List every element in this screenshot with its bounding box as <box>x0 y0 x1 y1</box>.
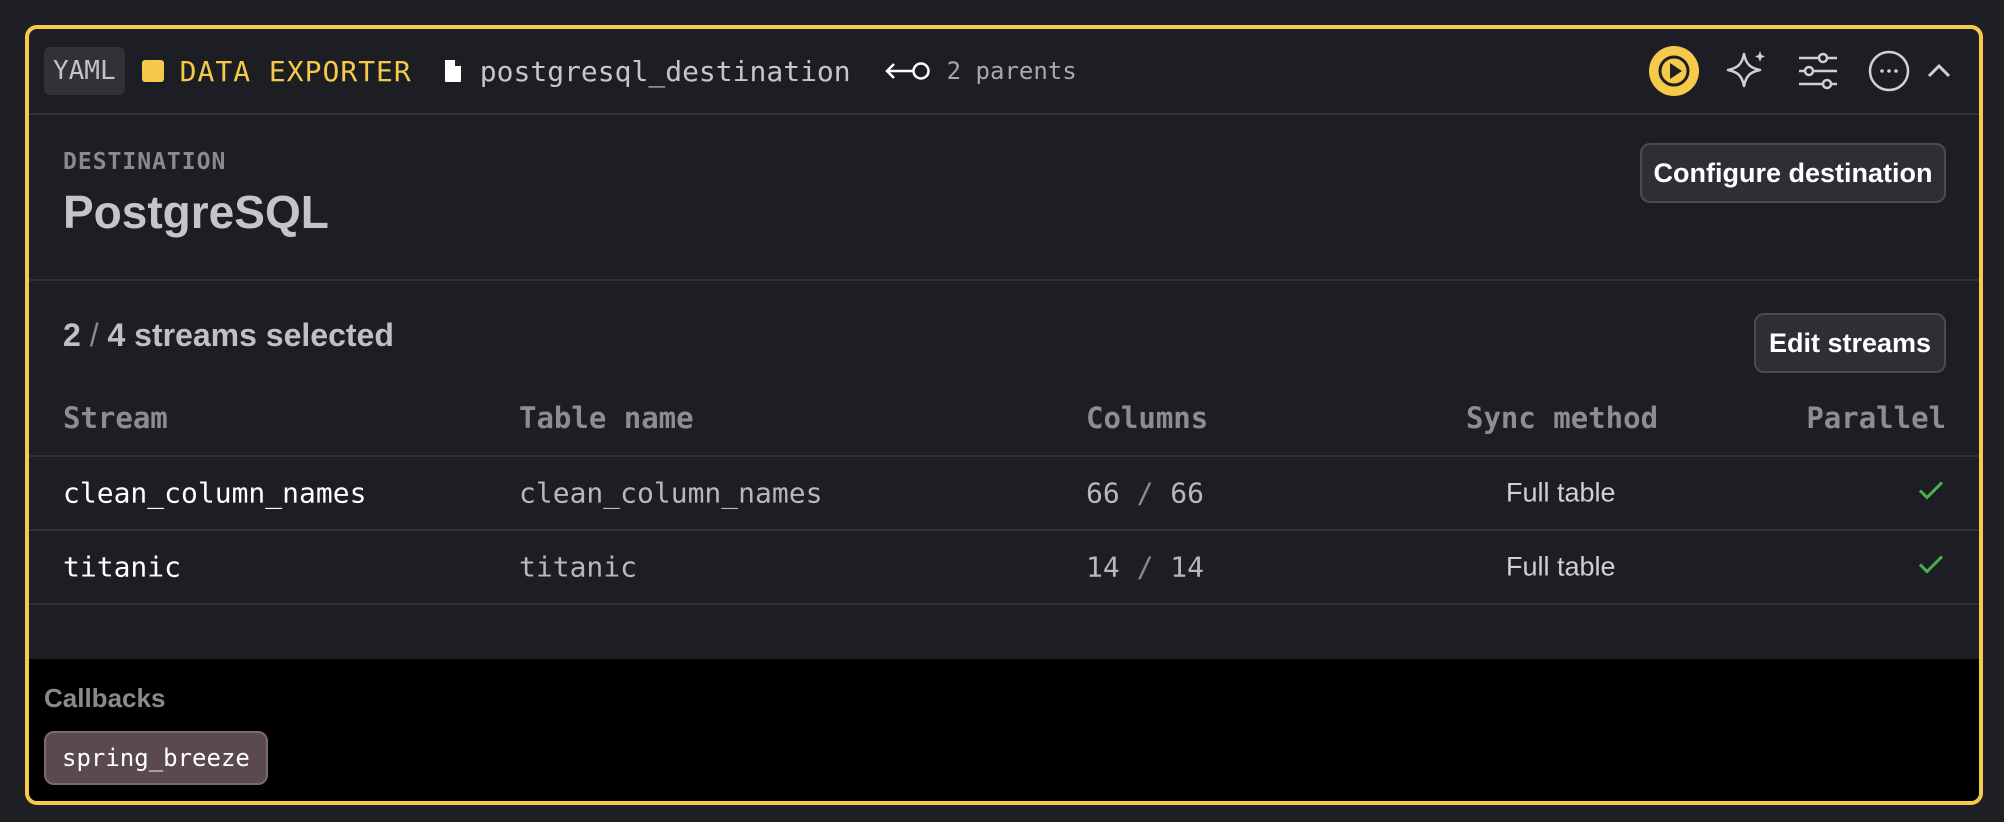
sparkle-icon <box>1726 51 1765 88</box>
sync-method: Full table <box>1506 551 1616 582</box>
callback-chip[interactable]: spring_breeze <box>44 731 268 785</box>
columns-separator: / <box>1136 550 1154 584</box>
columns-separator: / <box>1136 476 1154 510</box>
columns-total: 14 <box>1170 550 1205 584</box>
table-row[interactable]: titanic titanic 14 / 14 Full table <box>29 531 1979 605</box>
file-icon <box>444 60 461 82</box>
more-options-button[interactable] <box>1866 48 1912 94</box>
columns-count: 14 / 14 <box>1086 551 1204 584</box>
edit-streams-button[interactable]: Edit streams <box>1754 313 1946 373</box>
block-name[interactable]: postgresql_destination <box>479 54 851 88</box>
block-type-label: DATA EXPORTER <box>179 54 412 88</box>
table-header: Stream Table name Columns Sync method Pa… <box>29 381 1979 457</box>
settings-sliders-icon <box>1799 52 1837 90</box>
header-actions <box>1649 29 1979 113</box>
collapse-button[interactable] <box>1924 48 1954 94</box>
play-icon <box>1658 55 1690 87</box>
configure-destination-button[interactable]: Configure destination <box>1640 143 1946 203</box>
table-name: clean_column_names <box>519 476 823 510</box>
streams-total-text: 4 streams selected <box>107 317 394 353</box>
column-header-columns: Columns <box>1086 401 1209 435</box>
ai-assist-button[interactable] <box>1724 48 1770 94</box>
table-row[interactable]: clean_column_names clean_column_names 66… <box>29 457 1979 531</box>
parallel-check-icon <box>1916 477 1946 510</box>
destination-name: PostgreSQL <box>63 186 329 238</box>
column-header-table-name: Table name <box>519 401 694 435</box>
table-name: titanic <box>519 550 638 584</box>
block-type-color-icon <box>141 60 164 82</box>
column-header-parallel: Parallel <box>1806 401 1946 435</box>
stream-name: clean_column_names <box>63 476 367 510</box>
columns-count: 66 / 66 <box>1086 477 1204 510</box>
streams-selected-number: 2 <box>63 317 81 353</box>
destination-section: DESTINATION PostgreSQL Configure destina… <box>29 115 1979 281</box>
chevron-up-icon <box>1927 63 1951 78</box>
columns-selected: 14 <box>1086 550 1120 584</box>
settings-button[interactable] <box>1795 48 1841 94</box>
stream-name: titanic <box>63 550 182 584</box>
data-exporter-block: YAML DATA EXPORTER postgresql_destinatio… <box>25 25 1983 805</box>
parallel-check-icon <box>1916 551 1946 584</box>
callbacks-section: Callbacks spring_breeze <box>29 659 1979 801</box>
parents-count[interactable]: 2 parents <box>946 57 1077 85</box>
streams-count-separator: / <box>89 317 99 353</box>
streams-table: Stream Table name Columns Sync method Pa… <box>29 381 1979 605</box>
callbacks-label: Callbacks <box>44 683 166 713</box>
streams-section: 2 / 4 streams selected Edit streams Stre… <box>29 281 1979 681</box>
streams-selected-count: 2 / 4 streams selected <box>63 317 394 354</box>
columns-selected: 66 <box>1086 476 1120 510</box>
language-badge: YAML <box>44 47 125 95</box>
column-header-stream: Stream <box>63 401 168 435</box>
columns-total: 66 <box>1170 476 1205 510</box>
block-header: YAML DATA EXPORTER postgresql_destinatio… <box>29 29 1979 115</box>
column-header-sync-method: Sync method <box>1466 401 1659 435</box>
sync-method: Full table <box>1506 477 1616 508</box>
run-button[interactable] <box>1649 46 1699 96</box>
destination-label: DESTINATION <box>63 149 227 175</box>
parents-link-icon[interactable] <box>883 59 933 83</box>
more-icon <box>1868 50 1910 92</box>
